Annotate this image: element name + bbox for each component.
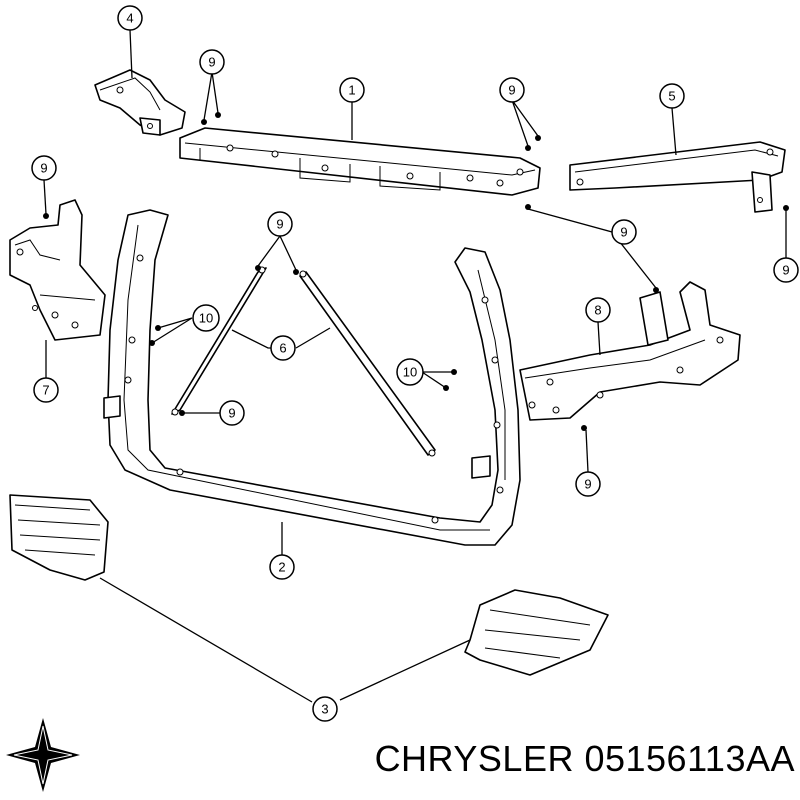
- callout-label: 9: [782, 263, 789, 278]
- callout-label: 9: [508, 83, 515, 98]
- part-8-right-bracket: [519, 281, 741, 421]
- callout-10-b: 10: [396, 358, 424, 386]
- callout-9-d: 9: [611, 219, 637, 245]
- callout-label: 4: [126, 11, 133, 26]
- callout-4: 4: [117, 5, 143, 31]
- part-2-radiator-support-frame: [103, 209, 521, 546]
- callout-label: 9: [40, 161, 47, 176]
- callout-label: 10: [403, 365, 417, 380]
- part-5-upper-right-extension: [569, 141, 786, 213]
- star-logo-icon: [6, 718, 80, 792]
- callout-label: 9: [228, 406, 235, 421]
- callout-1: 1: [339, 77, 365, 103]
- callout-label: 10: [199, 311, 213, 326]
- callout-label: 1: [348, 83, 355, 98]
- callout-label: 2: [278, 560, 285, 575]
- callout-9-g: 9: [219, 400, 245, 426]
- callout-label: 5: [668, 89, 675, 104]
- callout-label: 6: [279, 341, 286, 356]
- callout-9-a: 9: [199, 49, 225, 75]
- part-1-upper-crossmember: [179, 127, 541, 196]
- callout-label: 8: [594, 303, 601, 318]
- callout-6: 6: [270, 335, 296, 361]
- part-3-lower-deflectors: [9, 494, 609, 676]
- callout-9-b: 9: [499, 77, 525, 103]
- callout-label: 7: [42, 383, 49, 398]
- callout-2: 2: [269, 554, 295, 580]
- callout-7: 7: [33, 377, 59, 403]
- callout-3: 3: [312, 696, 338, 722]
- callout-8: 8: [585, 297, 611, 323]
- callout-label: 9: [208, 55, 215, 70]
- callout-label: 9: [584, 477, 591, 492]
- part-number-text: CHRYSLER 05156113AA: [374, 738, 795, 779]
- part-6-braces: [171, 266, 436, 457]
- part-4-upper-left-bracket: [94, 69, 186, 136]
- fasteners: [43, 112, 789, 431]
- callout-10-a: 10: [192, 304, 220, 332]
- callout-9-e: 9: [773, 257, 799, 283]
- part-7-left-bracket: [9, 199, 106, 341]
- callout-5: 5: [659, 83, 685, 109]
- leader-lines: [43, 29, 787, 703]
- callout-9-c: 9: [31, 155, 57, 181]
- callout-label: 3: [321, 702, 328, 717]
- callout-9-f: 9: [267, 211, 293, 237]
- callout-label: 9: [276, 217, 283, 232]
- callout-label: 9: [620, 225, 627, 240]
- callout-9-h: 9: [575, 471, 601, 497]
